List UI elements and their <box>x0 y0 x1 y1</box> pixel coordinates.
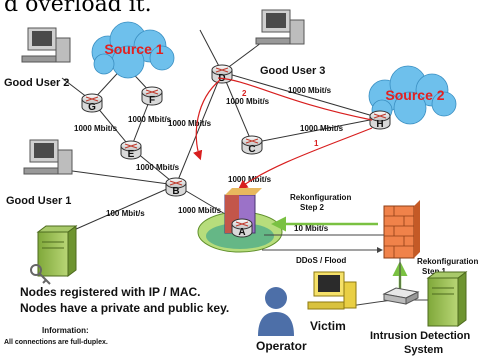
router-f-icon: F <box>141 86 163 106</box>
reconf-step1-line2: Step 1 <box>422 267 447 276</box>
attack-path-2-label: 2 <box>242 89 247 98</box>
good-user-3-label: Good User 3 <box>260 65 325 77</box>
source-2-label: Source 2 <box>385 87 444 103</box>
router-f-label: F <box>149 95 155 106</box>
router-c-label: C <box>248 144 255 155</box>
firewall-icon <box>383 200 420 259</box>
link-label-c-h: 1000 Mbit/s <box>300 124 344 133</box>
router-c-icon: C <box>241 135 263 155</box>
network-switch-icon <box>382 287 420 305</box>
link-label-user1-b: 100 Mbit/s <box>106 209 145 218</box>
victim-computer-icon <box>307 271 357 310</box>
registered-node-server-icon <box>36 225 78 277</box>
router-a-label: A <box>238 227 245 238</box>
router-b-icon: B <box>165 177 187 197</box>
source-1-label: Source 1 <box>104 41 163 57</box>
operator-icon <box>258 287 294 336</box>
link-label-b-a: 1000 Mbit/s <box>178 206 222 215</box>
reconf-step2-line2: Step 2 <box>300 203 325 212</box>
router-e-label: E <box>128 149 135 160</box>
computer-icon <box>21 27 71 63</box>
link-label-e-b: 1000 Mbit/s <box>136 163 180 172</box>
attack-path-2-branch <box>217 77 373 121</box>
routers: B C D E F G H <box>81 64 391 197</box>
link-label-d-h: 1000 Mbit/s <box>288 86 332 95</box>
router-h-icon: H <box>369 110 391 130</box>
router-b-label: B <box>172 186 179 197</box>
router-g-label: G <box>88 102 96 113</box>
link-label-g-e: 1000 Mbit/s <box>74 124 118 133</box>
victim-label: Victim <box>310 319 346 333</box>
partial-header-text: d overload it. <box>4 0 152 17</box>
link-label-d-c: 1000 Mbit/s <box>226 97 270 106</box>
operator-label: Operator <box>256 339 307 353</box>
computer-icon <box>23 139 73 175</box>
good-user-2-label: Good User 2 <box>4 77 69 89</box>
good-user-1-label: Good User 1 <box>6 195 71 207</box>
information-title: Information: <box>42 326 89 335</box>
link-label-d-b: 1000 Mbit/s <box>168 119 212 128</box>
information-text: All connections are full-duplex. <box>4 339 108 346</box>
ids-label-line1: Intrusion Detection <box>370 330 471 342</box>
router-e-icon: E <box>120 140 142 160</box>
ids-server-icon <box>426 271 468 327</box>
attack-arrow-1 <box>238 127 373 190</box>
cloud-source-2: Source 2 <box>368 65 457 125</box>
reconf-step2-line1: Rekonfiguration <box>290 193 351 202</box>
router-g-icon: G <box>81 93 103 113</box>
link-label-a-fw: 10 Mbit/s <box>294 224 329 233</box>
key-icon <box>30 264 51 285</box>
cloud-source-1: Source 1 <box>91 21 175 79</box>
ddos-label: DDoS / Flood <box>296 256 346 265</box>
attack-arrow-2 <box>193 79 221 161</box>
reconf-step1-line1: Rekonfiguration <box>417 257 478 266</box>
router-a-icon: A <box>231 218 253 238</box>
nodes-text-line1: Nodes registered with IP / MAC. <box>20 285 200 299</box>
computer-icon <box>255 9 305 45</box>
link-label-f-e: 1000 Mbit/s <box>128 115 172 124</box>
attack-path-1-label: 1 <box>314 139 319 148</box>
router-h-label: H <box>376 119 383 130</box>
nodes-text-line2: Nodes have a private and public key. <box>20 301 229 315</box>
router-d-icon: D <box>211 64 233 84</box>
link-label-a-up: 1000 Mbit/s <box>228 175 272 184</box>
ids-label-line2: System <box>404 344 443 356</box>
